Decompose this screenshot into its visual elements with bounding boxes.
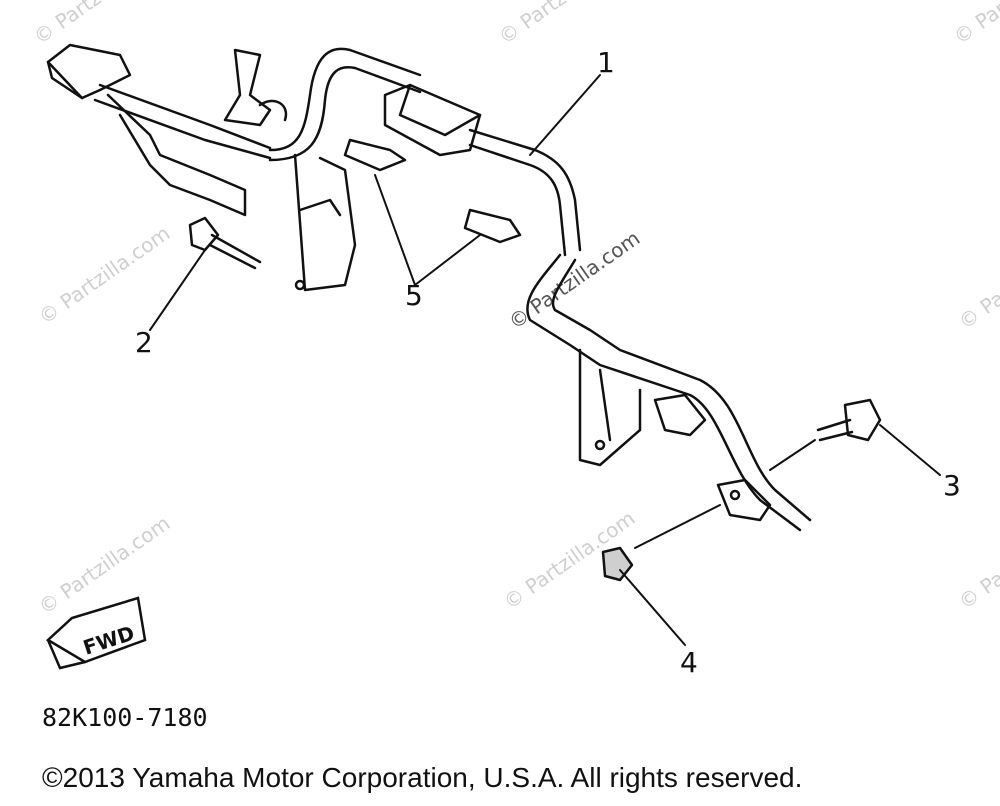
watermark: © Partzilla.com (34, 221, 174, 329)
watermarks: © Partzilla.com © Partzilla.com © Partzi… (29, 0, 1000, 619)
bolt-right (816, 398, 882, 442)
callout-3: 3 (943, 469, 961, 502)
leader-lines (149, 74, 941, 646)
frame-assembly (46, 43, 812, 532)
forward-direction-arrow: FWD (45, 596, 147, 670)
watermark: © Partzilla.com (29, 0, 169, 49)
bolt-left (188, 216, 262, 270)
watermark: © Partzilla.com (494, 0, 634, 49)
callout-4: 4 (680, 646, 698, 679)
watermark: © Partzilla.com (34, 511, 174, 619)
nut (601, 546, 634, 582)
watermark: © Partzilla.com (954, 226, 1000, 334)
pad (463, 208, 522, 244)
callout-5: 5 (405, 279, 423, 312)
watermark: © Partzilla.com (954, 506, 1000, 614)
copyright-notice: ©2013 Yamaha Motor Corporation, U.S.A. A… (42, 762, 803, 793)
callout-2: 2 (135, 326, 153, 359)
part-number: 82K100-7180 (42, 703, 208, 732)
watermark: © Partzilla.com (504, 226, 644, 334)
watermark: © Partzilla.com (949, 0, 1000, 49)
pad (343, 138, 407, 172)
callout-1: 1 (597, 46, 615, 79)
